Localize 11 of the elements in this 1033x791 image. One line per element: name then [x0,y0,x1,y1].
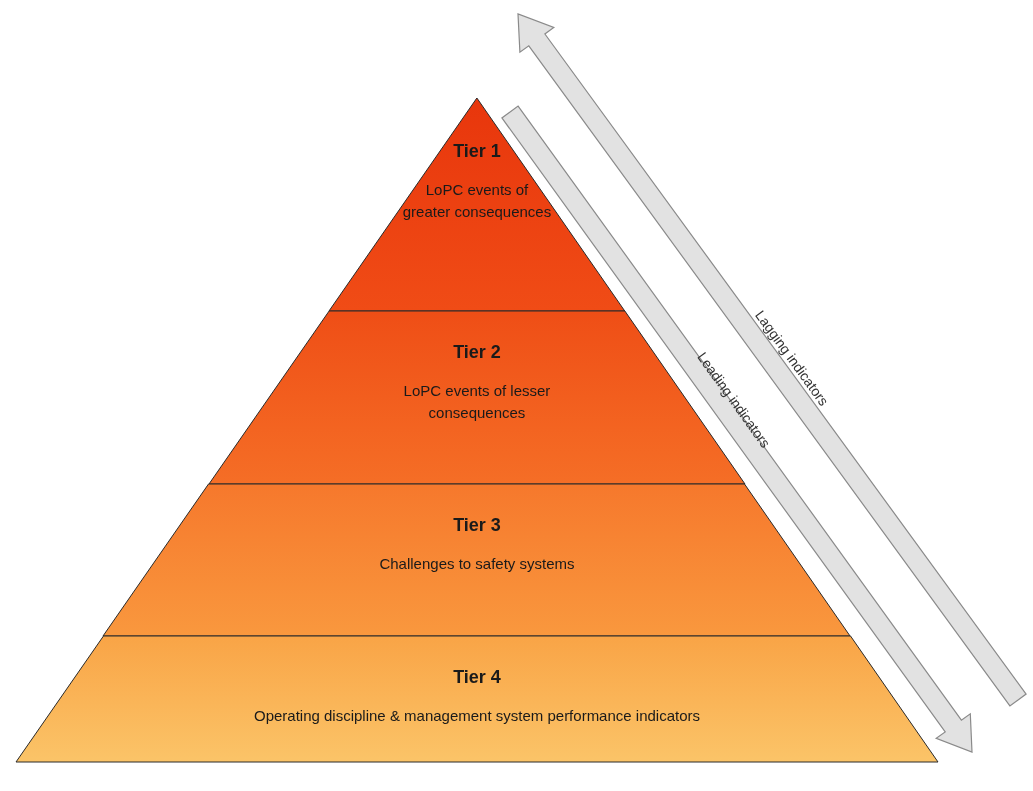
tier-description: Challenges to safety systems [379,553,575,574]
tier-description: LoPC events of lesser consequences [402,380,552,423]
tier-description: Operating discipline & management system performance indicators [253,705,700,726]
tier-description: LoPC events of greater consequences [402,179,552,222]
pyramid-tier [329,98,625,311]
tier-heading: Tier 2 [453,341,501,364]
tier-heading: Tier 4 [453,666,501,689]
pyramid-tier [103,484,851,636]
pyramid-tier [16,636,938,762]
tier-heading: Tier 1 [453,140,501,163]
tier-heading: Tier 3 [453,514,501,537]
